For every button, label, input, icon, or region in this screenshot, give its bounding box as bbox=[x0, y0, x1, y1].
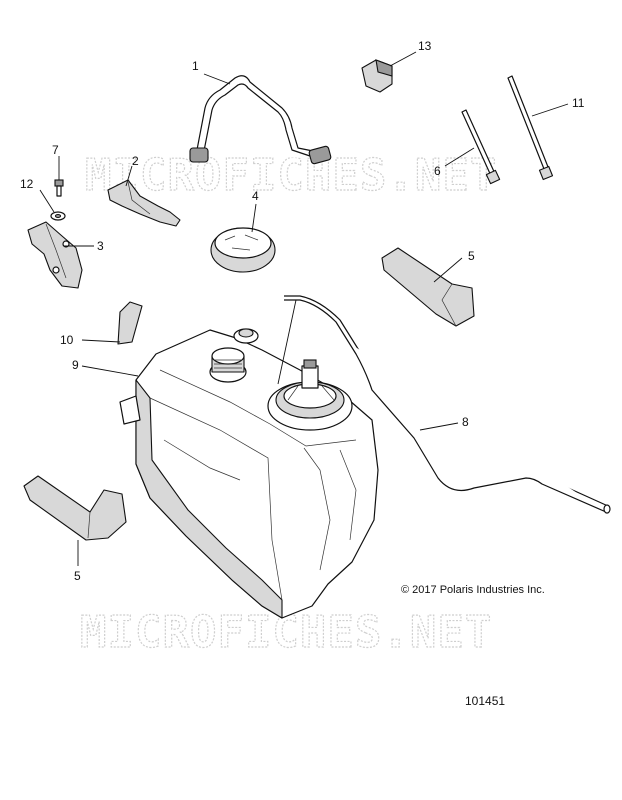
callout-6: 6 bbox=[434, 164, 441, 178]
leader-8a bbox=[419, 422, 459, 431]
leader-4 bbox=[251, 203, 257, 233]
part-fuel-tank bbox=[119, 328, 379, 619]
callout-1: 1 bbox=[192, 59, 199, 73]
callout-8: 8 bbox=[462, 415, 469, 429]
callout-7: 7 bbox=[52, 143, 59, 157]
callout-4: 4 bbox=[252, 189, 259, 203]
callout-12: 12 bbox=[20, 177, 34, 191]
callout-5-upper: 5 bbox=[468, 249, 475, 263]
leader-9 bbox=[81, 365, 139, 377]
part-strap-11 bbox=[507, 75, 554, 181]
leader-1 bbox=[203, 73, 231, 85]
watermark-top: MICROFICHES.NET bbox=[85, 150, 497, 201]
leader-2 bbox=[125, 165, 133, 187]
callout-2: 2 bbox=[132, 154, 139, 168]
leader-5a bbox=[433, 257, 463, 283]
hose-fitting-left bbox=[189, 147, 209, 163]
leader-10 bbox=[81, 339, 121, 343]
part-pad-upper bbox=[381, 247, 475, 327]
leader-6 bbox=[444, 147, 475, 167]
part-fuel-cap bbox=[210, 227, 276, 273]
part-strap-6 bbox=[461, 109, 501, 185]
callout-5-lower: 5 bbox=[74, 569, 81, 583]
leader-11 bbox=[531, 103, 569, 117]
part-pad-10 bbox=[117, 301, 143, 345]
callout-10: 10 bbox=[60, 333, 74, 347]
part-vent-hose bbox=[189, 75, 332, 165]
callout-9: 9 bbox=[72, 358, 79, 372]
callout-13: 13 bbox=[418, 39, 432, 53]
leader-8b bbox=[277, 299, 297, 385]
part-washer bbox=[50, 211, 66, 221]
leader-12 bbox=[39, 189, 55, 213]
part-vent-tube bbox=[284, 295, 611, 514]
part-clip bbox=[361, 59, 393, 93]
leader-13 bbox=[389, 51, 417, 67]
callout-11: 11 bbox=[572, 96, 585, 110]
hose-fitting-right bbox=[308, 145, 332, 165]
part-bracket-3 bbox=[27, 221, 83, 289]
part-pad-lower bbox=[23, 475, 127, 541]
part-bracket-2 bbox=[107, 179, 181, 227]
callout-3: 3 bbox=[97, 239, 104, 253]
document-number: 101451 bbox=[465, 694, 505, 708]
part-bolt bbox=[54, 179, 64, 197]
copyright-notice: © 2017 Polaris Industries Inc. bbox=[401, 584, 545, 596]
